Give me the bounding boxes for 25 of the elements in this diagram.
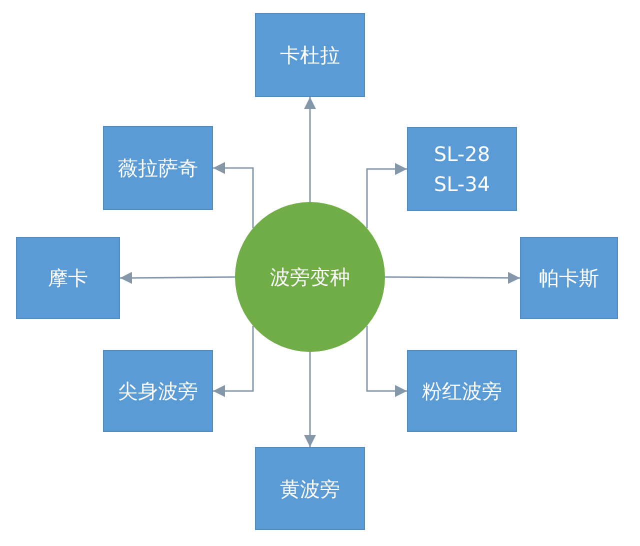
arrow bbox=[213, 162, 254, 228]
variety-box bbox=[255, 447, 365, 530]
node-label: 摩卡 bbox=[47, 265, 89, 292]
variety-box bbox=[103, 126, 213, 210]
arrow bbox=[385, 272, 520, 284]
node-label: SL-28 SL-34 bbox=[432, 141, 492, 198]
variety-box bbox=[520, 237, 618, 319]
arrow bbox=[366, 163, 407, 228]
arrow bbox=[213, 326, 254, 397]
node-label: 黄波旁 bbox=[279, 476, 341, 502]
arrow bbox=[366, 326, 407, 397]
variety-box bbox=[407, 127, 517, 211]
arrow bbox=[304, 352, 316, 447]
variety-box bbox=[16, 237, 120, 319]
node-label: 粉红波旁 bbox=[421, 378, 503, 405]
node-label: 尖身波旁 bbox=[117, 378, 199, 405]
node-label: 帕卡斯 bbox=[538, 265, 600, 292]
arrow bbox=[120, 272, 235, 284]
arrow bbox=[304, 97, 316, 202]
node-label: 波旁变种 bbox=[269, 264, 351, 291]
variety-box bbox=[103, 350, 213, 432]
variety-box bbox=[407, 350, 517, 432]
node-label: 卡杜拉 bbox=[279, 42, 341, 69]
node-label: 薇拉萨奇 bbox=[117, 155, 199, 182]
variety-box bbox=[255, 13, 365, 97]
